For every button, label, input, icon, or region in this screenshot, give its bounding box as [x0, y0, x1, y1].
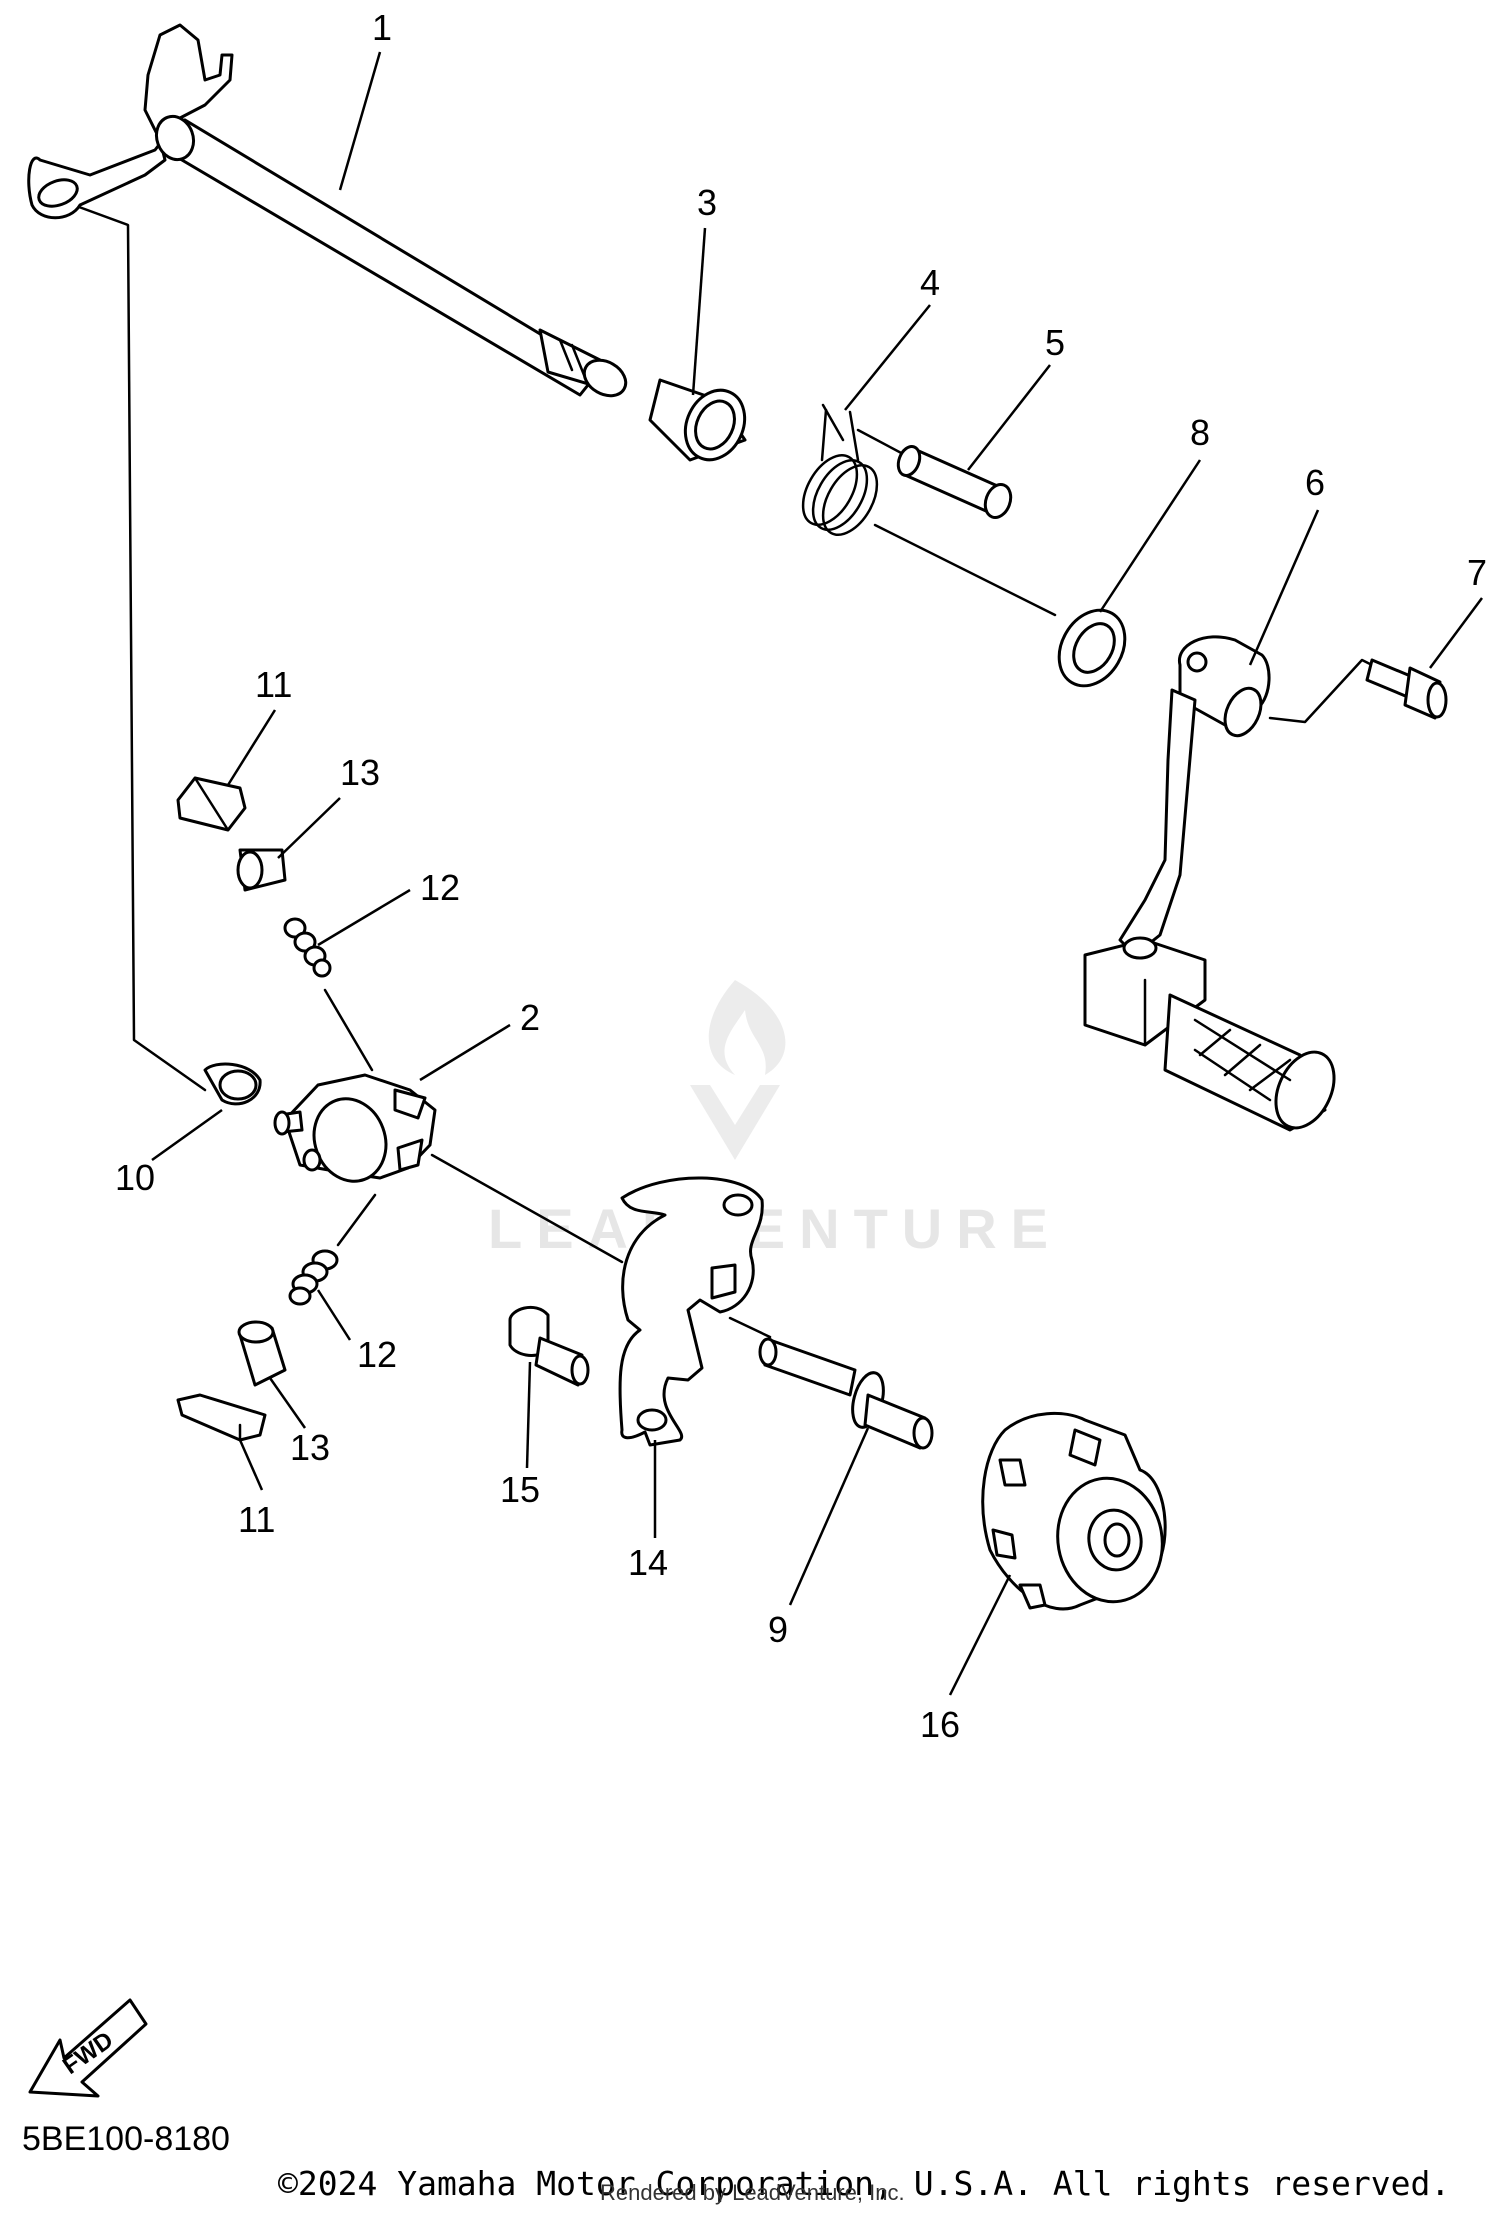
spring-part-upper: [283, 917, 332, 978]
fwd-arrow-icon: FWD: [28, 1998, 148, 2098]
shift-guide-part: [273, 1073, 437, 1183]
watermark-text: LEADVENTURE: [488, 1197, 1063, 1260]
torsion-spring-part: [801, 408, 879, 536]
callout-11-upper: 11: [255, 664, 292, 705]
alignment-lines: [58, 198, 1374, 1339]
pawl-pin-part-upper: [236, 848, 287, 892]
callout-3: 3: [697, 182, 717, 223]
stopper-part-lower: [176, 1393, 267, 1442]
callout-15: 15: [500, 1469, 540, 1510]
callout-11-lower: 11: [238, 1499, 275, 1540]
shift-stopper-bolt-part: [758, 1337, 934, 1450]
callout-7: 7: [1467, 552, 1487, 593]
callout-labels: 1 2 3 4 5 6 7 8 9 10 11 11 12 12 13 13 1…: [115, 7, 1487, 1745]
callout-14: 14: [628, 1542, 668, 1583]
washer-part: [203, 1062, 262, 1106]
callout-12-upper: 12: [420, 867, 460, 908]
stopper-part-upper: [176, 776, 247, 832]
diagram-code: 5BE100-8180: [22, 2120, 230, 2158]
spring-part-lower: [288, 1249, 339, 1306]
callout-12-lower: 12: [357, 1334, 397, 1375]
shift-cam-part: [981, 1411, 1167, 1611]
pin-part: [896, 444, 1013, 519]
copyright-text: ©2024 Yamaha Motor Corporation, U.S.A. A…: [278, 2164, 1451, 2203]
shift-pedal-part: [1083, 635, 1336, 1132]
callout-16: 16: [920, 1704, 960, 1745]
collar-part: [648, 378, 747, 462]
rendered-by-text: Rendered by LeadVenture, Inc.: [600, 2180, 905, 2205]
pawl-pin-part-lower: [237, 1320, 287, 1387]
callout-8: 8: [1190, 412, 1210, 453]
pedal-bolt-part: [1365, 658, 1448, 720]
callout-6: 6: [1305, 462, 1325, 503]
shift-shaft-part: [27, 23, 628, 398]
callout-2: 2: [520, 997, 540, 1038]
plate-bolt-part: [508, 1305, 590, 1387]
callout-1: 1: [372, 7, 392, 48]
callout-4: 4: [920, 262, 940, 303]
callout-13-upper: 13: [340, 752, 380, 793]
callout-9: 9: [768, 1609, 788, 1650]
leader-lines: [151, 51, 1484, 1696]
callout-10: 10: [115, 1157, 155, 1198]
callout-5: 5: [1045, 322, 1065, 363]
callout-13-lower: 13: [290, 1427, 330, 1468]
segment-plate-part: [618, 1176, 764, 1447]
oil-seal-part: [1057, 608, 1127, 688]
